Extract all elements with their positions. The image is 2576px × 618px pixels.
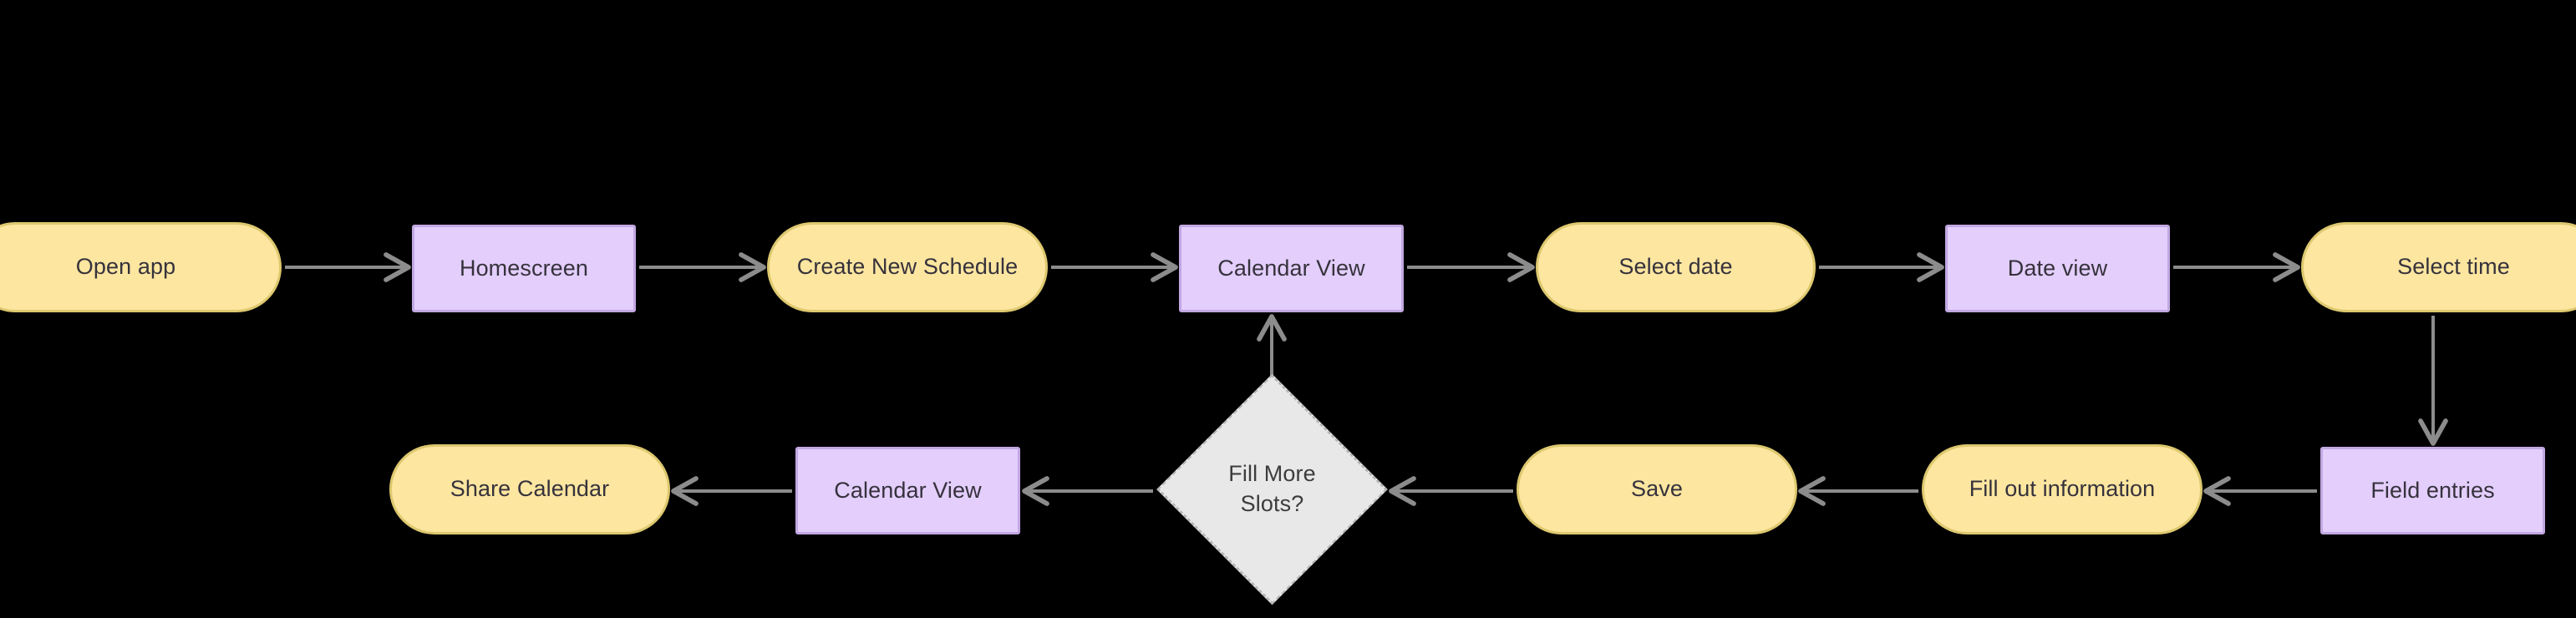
node-calendar-view-bottom[interactable]: Calendar View <box>795 447 1020 534</box>
node-select-time[interactable]: Select time <box>2301 222 2576 312</box>
node-label: Save <box>1631 476 1683 502</box>
node-label: Fill out information <box>1969 476 2156 502</box>
node-save[interactable]: Save <box>1517 444 1797 534</box>
node-calendar-view-top[interactable]: Calendar View <box>1179 225 1404 312</box>
node-share-calendar[interactable]: Share Calendar <box>389 444 670 534</box>
node-label: Calendar View <box>1217 255 1365 281</box>
node-open-app[interactable]: Open app <box>0 222 282 312</box>
node-label: Field entries <box>2370 477 2495 503</box>
node-label: Homescreen <box>459 255 589 281</box>
node-label: Date view <box>2007 255 2108 281</box>
node-select-date[interactable]: Select date <box>1536 222 1816 312</box>
node-label: Calendar View <box>834 477 982 503</box>
node-label: Select time <box>2397 254 2510 280</box>
node-label: Select date <box>1618 254 1733 280</box>
node-date-view[interactable]: Date view <box>1945 225 2170 312</box>
node-label: Share Calendar <box>450 476 610 502</box>
node-fill-out-information[interactable]: Fill out information <box>1922 444 2203 534</box>
node-label: Create New Schedule <box>796 254 1019 280</box>
node-homescreen[interactable]: Homescreen <box>412 225 636 312</box>
node-field-entries[interactable]: Field entries <box>2320 447 2545 534</box>
node-label: Open app <box>75 254 176 280</box>
node-create-new-schedule[interactable]: Create New Schedule <box>767 222 1048 312</box>
